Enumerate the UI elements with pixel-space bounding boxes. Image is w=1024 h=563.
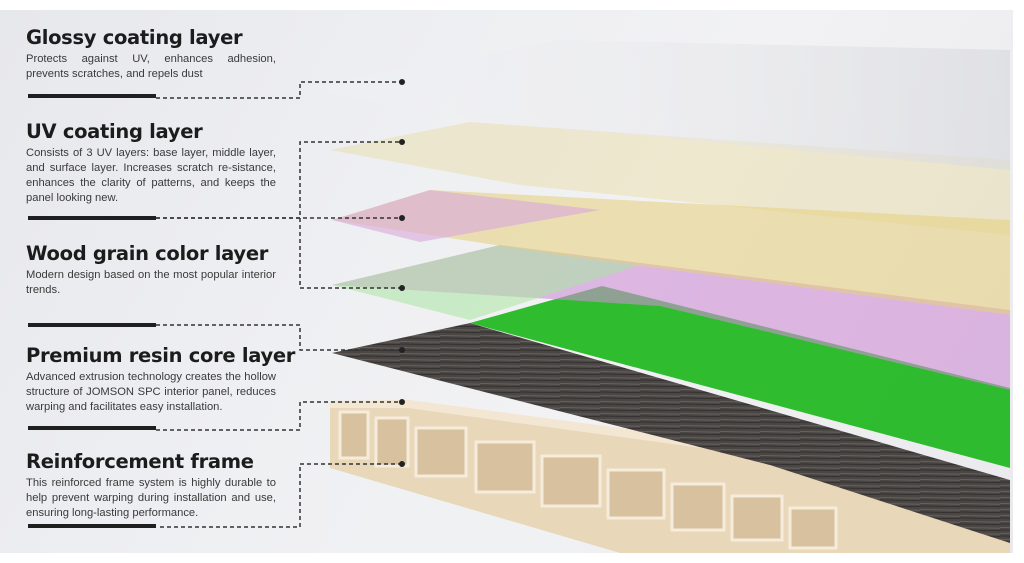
layer-description: Modern design based on the most popular … (26, 269, 276, 296)
layer-description: Protects against UV, enhances adhesion, … (26, 53, 276, 80)
leader-dots (399, 79, 405, 467)
layer-title: Wood grain color layer (26, 242, 269, 265)
color-layer-shape (470, 286, 1010, 468)
label-glossy-coating: Glossy coating layer Protects against UV… (26, 26, 306, 82)
layer-description: Consists of 3 UV layers: base layer, mid… (26, 147, 276, 204)
reinforcement-frame-shape (330, 400, 1010, 553)
divider-bar (28, 426, 156, 430)
leader-lines (156, 81, 402, 528)
layer-title: UV coating layer (26, 120, 203, 143)
label-premium-resin-core: Premium resin core layer Advanced extrus… (26, 344, 346, 415)
resin-core-layer-shape (332, 323, 1010, 543)
layer-description: This reinforced frame system is highly d… (26, 477, 276, 519)
divider-bar (28, 524, 156, 528)
layer-title: Glossy coating layer (26, 26, 243, 49)
diagram-stage: Glossy coating layer Protects against UV… (0, 10, 1013, 553)
layer-title: Reinforcement frame (26, 450, 254, 473)
layer-description: Advanced extrusion technology creates th… (26, 371, 276, 413)
divider-bar (28, 216, 156, 220)
layer-title: Premium resin core layer (26, 344, 296, 367)
divider-bar (28, 323, 156, 327)
label-wood-grain-color: Wood grain color layer Modern design bas… (26, 242, 306, 298)
label-uv-coating: UV coating layer Consists of 3 UV layers… (26, 120, 306, 206)
divider-bar (28, 94, 156, 98)
label-reinforcement-frame: Reinforcement frame This reinforced fram… (26, 450, 306, 521)
layer-stack-illustration (156, 40, 1010, 553)
